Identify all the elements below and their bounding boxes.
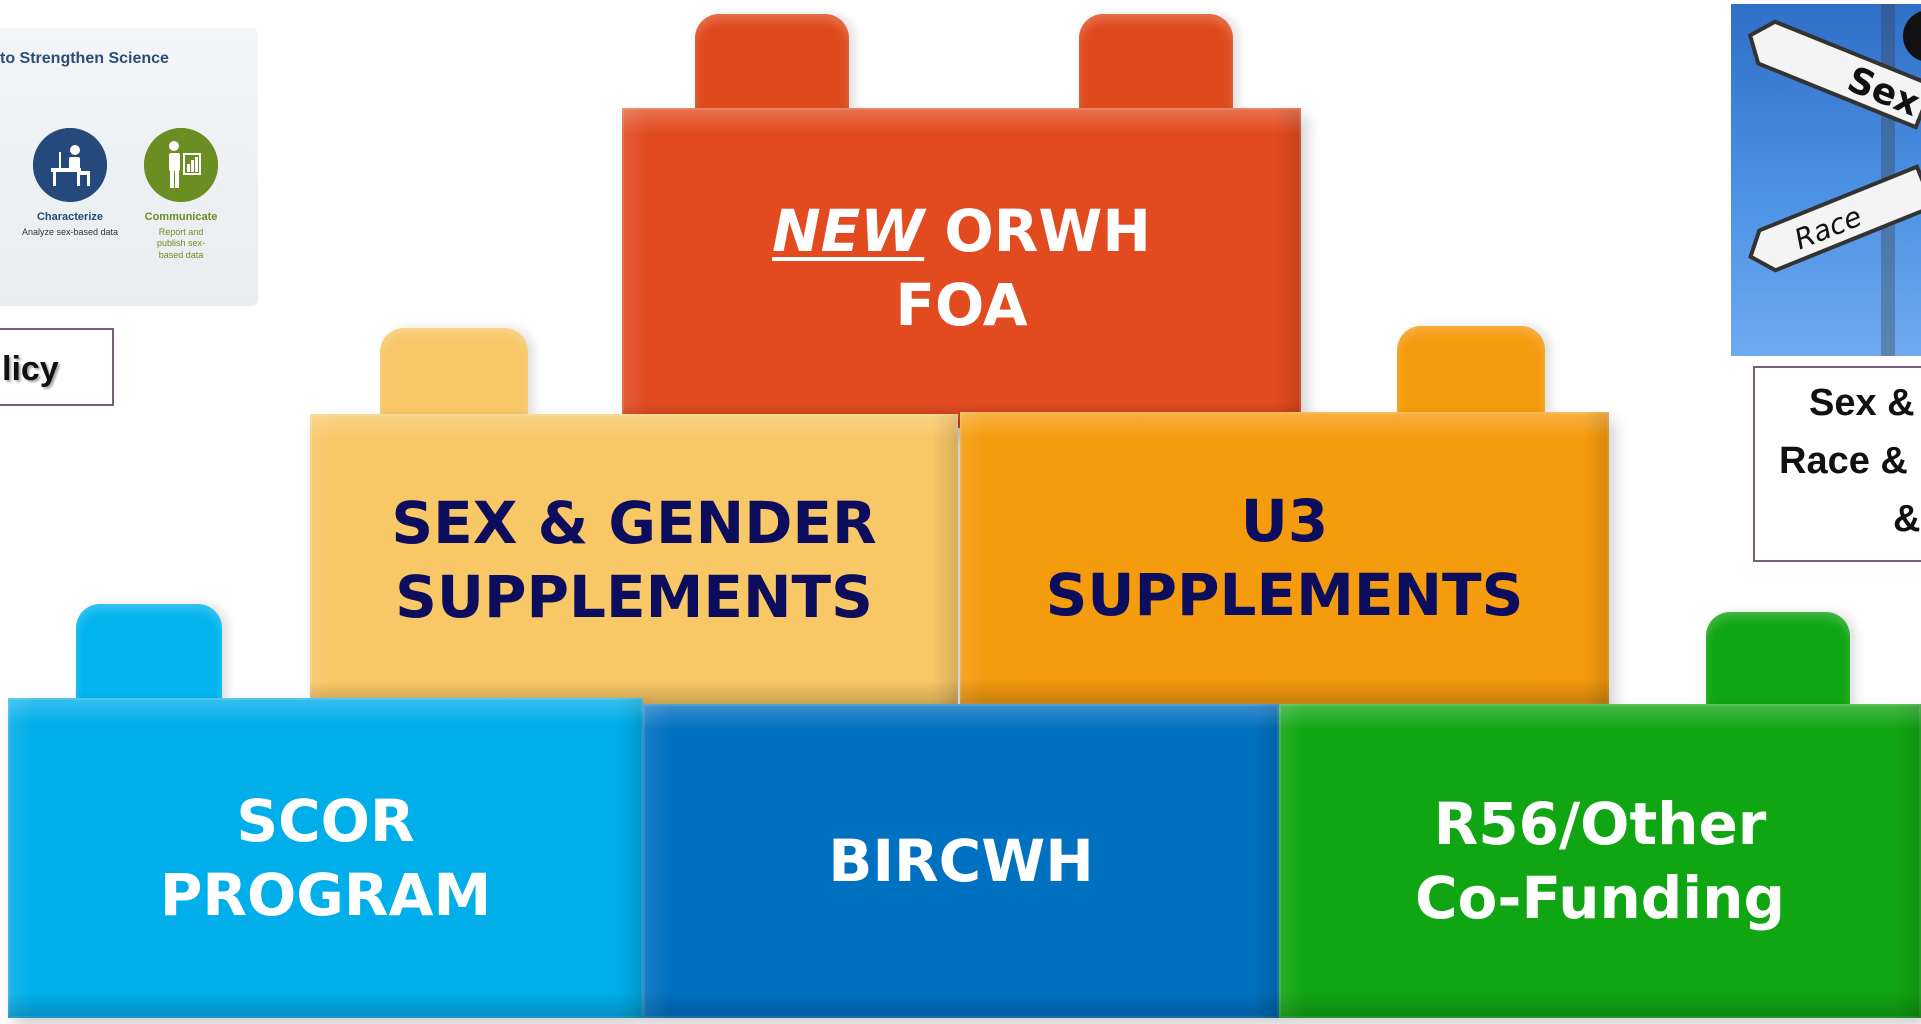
- brick-new-orwh-foa-text: NEW ORWH FOA: [772, 194, 1151, 342]
- right-box-line-3: &: [1893, 498, 1921, 540]
- person-at-desk-icon: [33, 128, 107, 202]
- sex-gender-line-1: SEX & GENDER: [391, 488, 877, 557]
- new-emphasis-text: NEW: [772, 196, 925, 265]
- right-label-box: Sex & Race & &: [1753, 366, 1921, 562]
- step-label-characterize: Characterize: [36, 211, 104, 223]
- signpost-photo: Sex Race: [1731, 4, 1921, 356]
- sex-gender-line-2: SUPPLEMENTS: [395, 563, 873, 631]
- person-with-chart-icon: [144, 128, 218, 202]
- science-steps-panel: to Strengthen Science Characterize Analy…: [0, 28, 258, 306]
- brick-r56-text: R56/Other Co-Funding: [1415, 787, 1785, 935]
- policy-label-text: licy: [2, 350, 59, 388]
- step-desc-characterize: Analyze sex-based data: [21, 227, 119, 237]
- brick-stud-scor: [76, 604, 222, 700]
- brick-scor-text: SCOR PROGRAM: [160, 784, 491, 932]
- brick-stud-sex-gender: [380, 328, 528, 418]
- panel-title: to Strengthen Science: [0, 50, 169, 67]
- scor-line-2: PROGRAM: [159, 861, 492, 929]
- brick-u3-text: U3 SUPPLEMENTS: [1046, 484, 1524, 632]
- foa-text: FOA: [895, 271, 1028, 339]
- brick-stud-new-foa-right: [1079, 14, 1233, 110]
- brick-sex-gender-supplements: SEX & GENDER SUPPLEMENTS: [310, 414, 958, 706]
- brick-r56-other-cofunding: R56/Other Co-Funding: [1279, 704, 1921, 1018]
- scor-line-1: SCOR: [236, 786, 415, 855]
- u3-line-1: U3: [1240, 486, 1329, 555]
- policy-label-box: licy: [0, 328, 114, 406]
- brick-sex-gender-text: SEX & GENDER SUPPLEMENTS: [391, 486, 876, 634]
- bircwh-line-1: BIRCWH: [828, 826, 1094, 895]
- right-box-line-1: Sex &: [1809, 382, 1915, 424]
- brick-u3-supplements: U3 SUPPLEMENTS: [960, 412, 1609, 704]
- step-label-communicate: Communicate: [144, 211, 218, 223]
- brick-stud-r56: [1706, 612, 1850, 708]
- brick-stud-new-foa-left: [695, 14, 849, 110]
- brick-stud-u3: [1397, 326, 1545, 416]
- brick-bircwh: BIRCWH: [643, 704, 1279, 1018]
- brick-new-orwh-foa: NEW ORWH FOA: [622, 108, 1301, 428]
- brick-bircwh-text: BIRCWH: [828, 824, 1094, 898]
- r56-line-2: Co-Funding: [1414, 864, 1785, 932]
- r56-line-1: R56/Other: [1433, 789, 1767, 858]
- brick-scor-program: SCOR PROGRAM: [8, 698, 643, 1018]
- u3-line-2: SUPPLEMENTS: [1045, 561, 1524, 629]
- step-desc-communicate: Report and publish sex-based data: [156, 227, 206, 260]
- orwh-text: ORWH: [924, 196, 1151, 265]
- right-box-line-2: Race &: [1779, 440, 1908, 482]
